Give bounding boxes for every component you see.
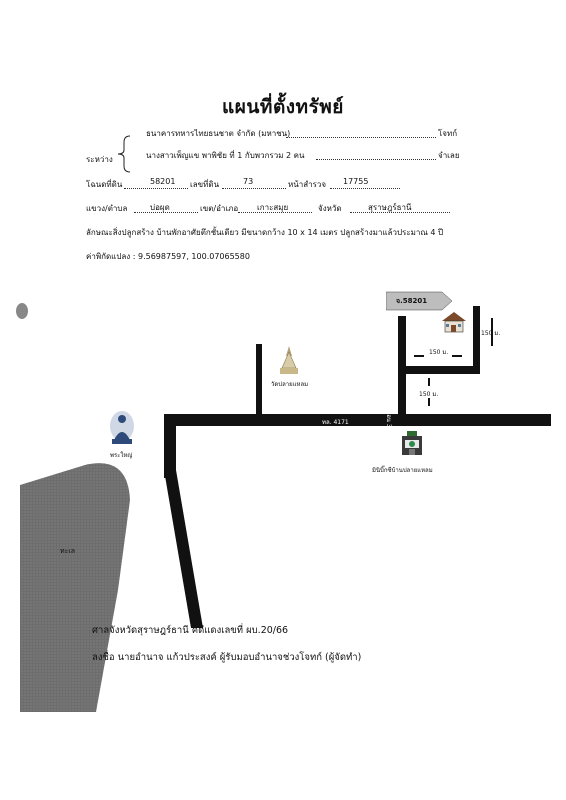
road-label: ทล. 4171 [322, 419, 349, 426]
dotted-line [350, 212, 450, 213]
dimension-line [491, 318, 493, 346]
subdistrict-value: บ่อผุด [150, 203, 170, 212]
sea-label: ทะเล [60, 547, 76, 555]
dimension-line [428, 378, 430, 386]
subdistrict-label: แขวง/ตำบล [86, 204, 128, 213]
survey-number: 17755 [343, 177, 369, 186]
temple-label: วัดปลายแหลม [271, 381, 309, 388]
coordinates: ค่าพิกัดแปลง : 9.56987597, 100.07065580 [86, 252, 250, 261]
court-case-line: ศาลจังหวัดสุราษฎร์ธานี คดีแดงเลขที่ ผบ.2… [92, 625, 289, 636]
page-title: แผนที่ตั้งทรัพย์ [222, 96, 344, 118]
between-label: ระหว่าง [86, 155, 113, 164]
dimension-line [428, 398, 430, 406]
store-icon [402, 431, 422, 455]
plaintiff-role: โจทก์ [438, 129, 458, 138]
distance-mid: 150 ม. [419, 391, 439, 398]
store-label: มินิบิ๊กซีบ้านปลายแหลม [372, 467, 433, 474]
buddha-label: พระใหญ่ [110, 452, 133, 459]
binder-hole [16, 303, 28, 319]
parcel-tag-arrow [386, 291, 453, 311]
temple-icon [280, 346, 298, 374]
dotted-line [286, 137, 436, 138]
soi-end [473, 306, 480, 374]
soi-connector [398, 366, 480, 374]
land-no-label: เลขที่ดิน [190, 180, 220, 189]
dimension-line [414, 355, 424, 357]
house-icon [442, 312, 466, 333]
district-value: เกาะสมุย [257, 203, 289, 212]
road-diagonal [164, 470, 203, 628]
road-segment [164, 414, 176, 478]
dimension-line [452, 355, 462, 357]
party-brace [117, 135, 131, 173]
dotted-line [134, 212, 198, 213]
deed-number: 58201 [150, 177, 176, 186]
dotted-line [124, 188, 188, 189]
signature-line: ลงชื่อ นายอำนาจ แก้วประสงค์ ผู้รับมอบอำน… [92, 652, 362, 663]
temple-side-road [256, 344, 262, 416]
land-number: 73 [243, 177, 254, 186]
province-value: สุราษฎร์ธานี [368, 203, 412, 212]
dotted-line [330, 188, 400, 189]
defendant-name: นางสาวเพ็ญแข พาพิชัย ที่ 1 กับพวกรวม 2 ค… [146, 151, 305, 160]
deed-label: โฉนดที่ดิน [86, 180, 123, 189]
sea-area [20, 463, 130, 712]
distance-right: 150 ม. [481, 330, 501, 337]
buddha-icon [110, 411, 134, 444]
dotted-line [238, 212, 312, 213]
distance-top: 150 ม. [429, 349, 449, 356]
dotted-line [222, 188, 286, 189]
plaintiff-name: ธนาคารทหารไทยธนชาต จำกัด (มหาชน) [146, 129, 291, 138]
soi-label: ซ.ตลาดหน้าทอน 3 [385, 378, 392, 428]
defendant-role: จำเลย [438, 151, 460, 160]
dotted-line [316, 159, 436, 160]
building-description: ลักษณะสิ่งปลูกสร้าง บ้านพักอาศัยตึกชั้นเ… [86, 228, 444, 237]
survey-label: หน้าสำรวจ [288, 180, 327, 189]
province-label: จังหวัด [318, 204, 342, 213]
district-label: เขต/อำเภอ [200, 204, 239, 213]
main-road [164, 414, 551, 426]
parcel-tag: จ.58201 [396, 297, 428, 305]
